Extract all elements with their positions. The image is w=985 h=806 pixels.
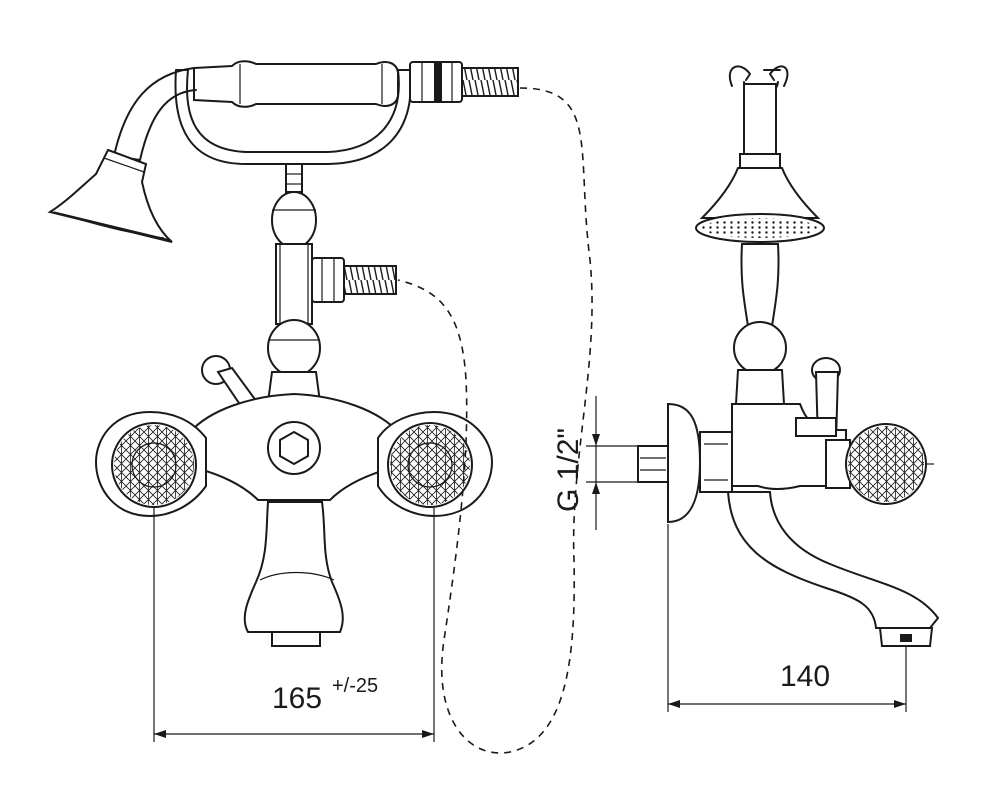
dimension-handle-spacing: 165 +/-25 [153,508,435,742]
spout-front [243,501,344,647]
side-crystal-knob [825,423,934,505]
dimension-spout-projection: 140 [667,524,907,712]
handle-spacing-tolerance: +/-25 [332,675,378,697]
left-handle [94,410,207,518]
side-stem [733,243,787,405]
spout-projection-label: 140 [780,660,830,693]
thread-size-label: G 1/2" [552,428,585,512]
side-spout [726,491,940,647]
side-wall-flange [667,402,702,524]
side-view: 140 [586,65,940,712]
hand-shower-head [47,148,173,243]
top-hose-connector [409,61,519,103]
dimension-thread [586,396,640,530]
front-view: 165 +/-25 G 1/2" [47,60,593,754]
wall-hook [729,65,789,87]
side-shower-head [695,167,825,243]
handset-handle [193,60,399,108]
handset-neck [113,67,197,161]
inlet-pipe [637,445,669,483]
handle-spacing-label: 165 [272,682,322,715]
side-riser-pipe [739,83,781,169]
side-hose-outlet [311,257,397,303]
riser-stem [266,163,322,403]
right-handle [377,410,494,518]
side-body [699,403,847,493]
diverter-hex [279,430,309,466]
